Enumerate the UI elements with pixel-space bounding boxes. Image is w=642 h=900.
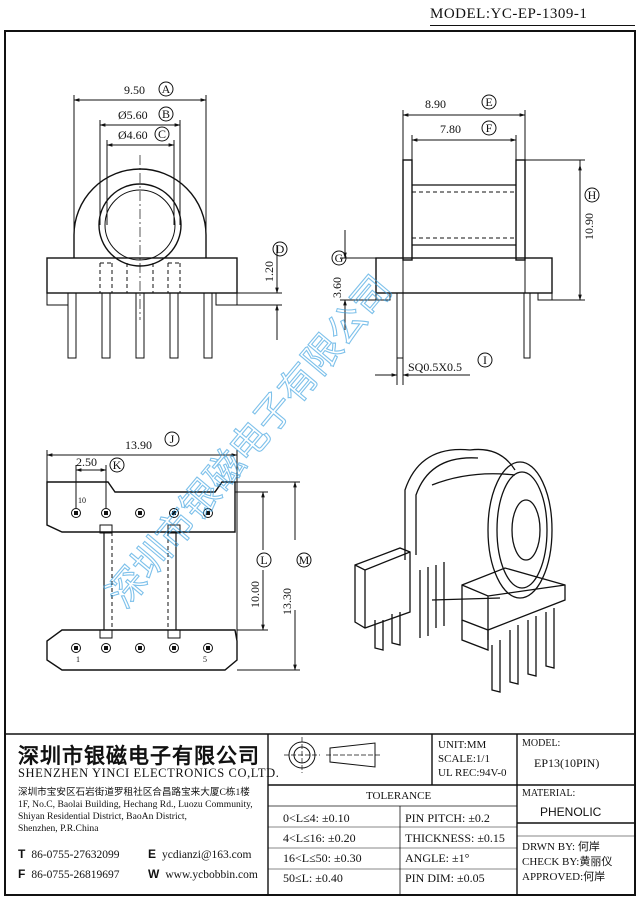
dim-10-00: 10.00	[248, 581, 262, 608]
address-en-2: Shiyan Residential District, BaoAn Distr…	[18, 811, 187, 822]
fax-label: F	[18, 867, 26, 881]
scale-text: SCALE:1/1	[438, 753, 490, 765]
tag-H: H	[584, 187, 600, 203]
pin-label-1: 1	[76, 655, 80, 664]
unit-text: UNIT:MM	[438, 739, 487, 751]
svg-text:D: D	[276, 242, 285, 256]
company-name-en: SHENZHEN YINCI ELECTRONICS CO,LTD.	[18, 766, 280, 780]
tel-label: T	[18, 847, 26, 861]
front-view	[46, 95, 282, 359]
company-address: 深圳市宝安区石岩街道罗租社区合昌路宝来大厦C栋1楼 1F, No.C, Baol…	[18, 787, 268, 835]
web-value[interactable]: www.ycbobbin.com	[165, 869, 258, 881]
svg-text:H: H	[588, 188, 597, 202]
tag-D: D	[272, 241, 288, 257]
tag-L: L	[256, 552, 272, 568]
tag-J: J	[164, 431, 180, 447]
bottom-view	[46, 450, 300, 671]
svg-text:J: J	[170, 432, 175, 446]
drawn-by: DRWN BY: 何岸	[522, 841, 600, 853]
pin-label-10: 10	[78, 496, 86, 505]
isometric-view	[354, 448, 566, 693]
svg-text:K: K	[113, 458, 122, 472]
header-underline	[430, 25, 635, 26]
company-name-cn: 深圳市银磁电子有限公司	[18, 744, 260, 768]
tag-G: G	[331, 250, 347, 266]
drawing-frame	[4, 30, 636, 896]
svg-text:B: B	[162, 107, 170, 121]
fax-value: 86-0755-26819697	[31, 869, 120, 881]
tel-value: 86-0755-27632099	[31, 849, 120, 861]
tol-right-4: PIN DIM: ±0.05	[405, 871, 485, 885]
tol-left-2: 4<L≤16: ±0.20	[283, 831, 356, 845]
svg-text:I: I	[483, 353, 487, 367]
email-value[interactable]: ycdianzi@163.com	[162, 849, 252, 861]
approved-by: APPROVED:何岸	[522, 871, 606, 883]
dim-3-60: 3.60	[330, 277, 344, 298]
web-label: W	[148, 867, 160, 881]
dim-9-50: 9.50	[124, 83, 145, 97]
dim-7-80: 7.80	[440, 122, 461, 136]
dim-d5-60: Ø5.60	[118, 108, 148, 122]
address-cn: 深圳市宝安区石岩街道罗租社区合昌路宝来大厦C栋1楼	[18, 787, 250, 798]
dim-2-50: 2.50	[76, 455, 97, 469]
tag-I: I	[477, 352, 493, 368]
dim-13-30: 13.30	[280, 588, 294, 615]
tol-right-1: PIN PITCH: ±0.2	[405, 811, 490, 825]
tol-left-1: 0<L≤4: ±0.10	[283, 811, 350, 825]
dim-8-90: 8.90	[425, 97, 446, 111]
address-en-3: Shenzhen, P.R.China	[18, 823, 99, 834]
tag-M: M	[296, 552, 312, 568]
ul-text: UL REC:94V-0	[438, 767, 507, 779]
material-label: MATERIAL:	[522, 788, 576, 799]
dim-13-90: 13.90	[125, 438, 152, 452]
tag-E: E	[481, 94, 497, 110]
tag-C: C	[154, 126, 170, 142]
tel-row: T 86-0755-27632099	[18, 847, 120, 861]
model-header: MODEL:YC-EP-1309-1	[430, 6, 588, 22]
svg-text:F: F	[486, 121, 493, 135]
tol-left-3: 16<L≤50: ±0.30	[283, 851, 362, 865]
svg-text:A: A	[162, 82, 171, 96]
tol-right-2: THICKNESS: ±0.15	[405, 831, 505, 845]
svg-text:E: E	[485, 95, 492, 109]
email-label: E	[148, 847, 157, 861]
tag-F: F	[481, 120, 497, 136]
dim-1-20: 1.20	[262, 261, 276, 282]
svg-text:L: L	[260, 553, 267, 567]
model-label: MODEL:	[522, 738, 561, 749]
dim-10-90: 10.90	[582, 213, 596, 240]
tolerance-title: TOLERANCE	[366, 790, 432, 802]
tag-A: A	[158, 81, 174, 97]
model-value: EP13(10PIN)	[534, 756, 600, 770]
title-block-grid	[4, 733, 636, 896]
svg-text:M: M	[299, 553, 310, 567]
tag-B: B	[158, 106, 174, 122]
tol-left-4: 50≤L: ±0.40	[283, 871, 343, 885]
side-view	[340, 110, 585, 385]
svg-text:C: C	[158, 127, 166, 141]
check-by: CHECK BY:黄丽仪	[522, 856, 613, 868]
address-en-1: 1F, No.C, Baolai Building, Hechang Rd., …	[18, 799, 253, 810]
dim-d4-60: Ø4.60	[118, 128, 148, 142]
dim-sq0-5: SQ0.5X0.5	[408, 360, 462, 374]
pin-label-5: 5	[203, 655, 207, 664]
svg-text:G: G	[335, 251, 344, 265]
fax-row: F 86-0755-26819697	[18, 867, 120, 881]
tol-right-3: ANGLE: ±1°	[405, 851, 470, 865]
tag-K: K	[109, 457, 125, 473]
material-value: PHENOLIC	[540, 805, 602, 819]
